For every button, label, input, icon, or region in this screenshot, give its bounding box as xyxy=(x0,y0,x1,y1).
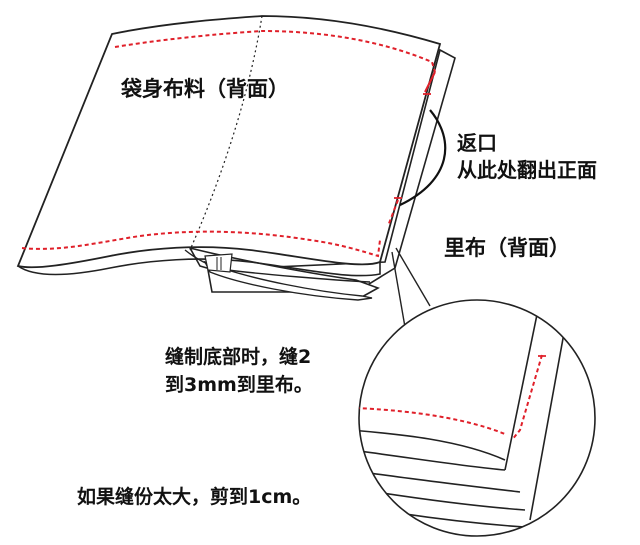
bag-fold-tab xyxy=(204,253,233,273)
stitch-side-lower xyxy=(387,199,399,227)
opening-title: 返口 xyxy=(457,131,497,155)
bag-front-face xyxy=(16,15,442,269)
opening-desc: 从此处翻出正面 xyxy=(457,158,597,182)
stitch-side-upper xyxy=(424,71,436,93)
lining-label: 里布（背面） xyxy=(444,236,570,260)
bag-thickness xyxy=(17,258,381,277)
zoom-circle xyxy=(358,299,596,537)
seam-note: 如果缝份太大，剪到1cm。 xyxy=(77,486,312,508)
zoom-leader-top xyxy=(395,247,431,307)
bag-underside-fold xyxy=(184,249,371,283)
bottom-note-line1: 缝制底部时，缝2 xyxy=(165,346,312,368)
bottom-note: 缝制底部时，缝2 到3mm到里布。 xyxy=(165,343,313,399)
stitch-top xyxy=(114,29,436,73)
bottom-note-line2: 到3mm到里布。 xyxy=(165,374,313,396)
lining-layer-bottom xyxy=(203,260,373,301)
opening-label: 返口 从此处翻出正面 xyxy=(457,130,597,184)
opening-arc xyxy=(399,109,447,206)
bag-fabric-label: 袋身布料（背面） xyxy=(121,77,289,101)
